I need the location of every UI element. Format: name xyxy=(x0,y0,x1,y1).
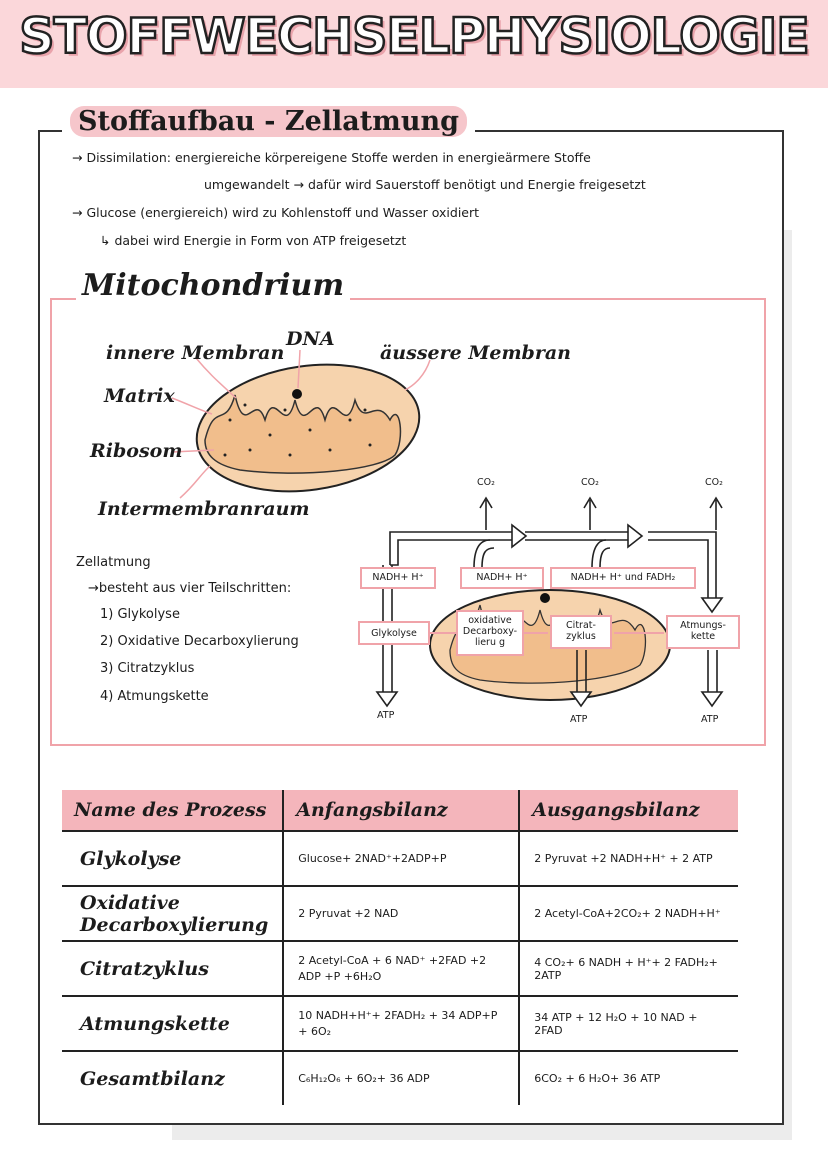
end-balance: 4 CO₂+ 6 NADH + H⁺+ 2 FADH₂+ 2ATP xyxy=(519,941,738,997)
start-balance: C₆H₁₂O₆ + 6O₂+ 36 ADP xyxy=(283,1051,521,1105)
atmungskette-box: Atmungs-kette xyxy=(666,615,740,649)
label-dna: DNA xyxy=(286,328,335,350)
table-header-row: Name des Prozess Anfangsbilanz Ausgangsb… xyxy=(62,790,738,832)
header-end-balance: Ausgangsbilanz xyxy=(519,790,738,832)
nadh-box-1: NADH+ H⁺ xyxy=(360,567,436,589)
section-title: Stoffaufbau - Zellatmung xyxy=(62,106,475,137)
label-ribosome: Ribosom xyxy=(90,440,183,462)
co2-label-1: CO₂ xyxy=(477,477,495,488)
mitochondrium-box xyxy=(50,298,766,746)
mitochondrium-title: Mitochondrium xyxy=(76,268,351,303)
atp-label-1: ATP xyxy=(377,710,395,721)
bilanz-table: Name des Prozess Anfangsbilanz Ausgangsb… xyxy=(62,790,738,1105)
label-matrix: Matrix xyxy=(104,385,175,407)
zellatmung-step-1: 1) Glykolyse xyxy=(100,607,180,622)
header-start-balance: Anfangsbilanz xyxy=(283,790,521,832)
process-name: Atmungskette xyxy=(62,996,285,1052)
table-row: Oxidative Decarboxylierung 2 Pyruvat +2 … xyxy=(62,886,738,942)
page-title: STOFFWECHSELPHYSIOLOGIE xyxy=(18,7,811,67)
end-balance: 34 ATP + 12 H₂O + 10 NAD + 2FAD xyxy=(519,996,738,1052)
process-name: Oxidative Decarboxylierung xyxy=(62,886,285,942)
process-name: Glykolyse xyxy=(62,831,285,887)
zellatmung-step-4: 4) Atmungskette xyxy=(100,689,209,704)
header-banner: STOFFWECHSELPHYSIOLOGIE xyxy=(0,0,828,88)
start-balance: 2 Acetyl-CoA + 6 NAD⁺ +2FAD +2 ADP +P +6… xyxy=(283,941,521,997)
co2-label-2: CO₂ xyxy=(581,477,599,488)
start-balance: 2 Pyruvat +2 NAD xyxy=(283,886,521,942)
note-line-1: → Dissimilation: energiereiche körpereig… xyxy=(72,150,591,165)
note-line-3: → Glucose (energiereich) wird zu Kohlens… xyxy=(72,205,480,220)
co2-label-3: CO₂ xyxy=(705,477,723,488)
note-line-4: ↳ dabei wird Energie in Form von ATP fre… xyxy=(100,233,407,248)
label-outer-membrane: äussere Membran xyxy=(380,342,571,364)
table-row: Atmungskette 10 NADH+H⁺+ 2FADH₂ + 34 ADP… xyxy=(62,996,738,1052)
label-intermembrane: Intermembranraum xyxy=(98,498,310,520)
glykolyse-box: Glykolyse xyxy=(358,621,430,645)
nadh-box-2: NADH+ H⁺ xyxy=(460,567,544,589)
section-title-text: Stoffaufbau - Zellatmung xyxy=(70,106,467,137)
end-balance: 6CO₂ + 6 H₂O+ 36 ATP xyxy=(534,1072,661,1085)
zellatmung-step-3: 3) Citratzyklus xyxy=(100,661,195,676)
process-name: Citratzyklus xyxy=(62,941,285,997)
end-balance: 2 Pyruvat +2 NADH+H⁺ + 2 ATP xyxy=(519,831,738,887)
atp-label-3: ATP xyxy=(701,714,719,725)
citratzyklus-box: Citrat-zyklus xyxy=(550,615,612,649)
oxidative-decarboxylierung-box: oxidative Decarboxy-lieru g xyxy=(456,610,524,656)
atp-label-2: ATP xyxy=(570,714,588,725)
zellatmung-step-2: 2) Oxidative Decarboxylierung xyxy=(100,634,299,649)
table-row: Citratzyklus 2 Acetyl-CoA + 6 NAD⁺ +2FAD… xyxy=(62,941,738,997)
process-name: Gesamtbilanz xyxy=(62,1051,285,1105)
zellatmung-title: Zellatmung xyxy=(76,555,151,570)
table-row: Gesamtbilanz C₆H₁₂O₆ + 6O₂+ 36 ADP 6CO₂ … xyxy=(62,1051,738,1105)
start-balance: Glucose+ 2NAD⁺+2ADP+P xyxy=(283,831,521,887)
note-line-2: umgewandelt → dafür wird Sauerstoff benö… xyxy=(204,177,646,192)
start-balance: 10 NADH+H⁺+ 2FADH₂ + 34 ADP+P + 6O₂ xyxy=(283,996,521,1052)
nadh-fadh-box: NADH+ H⁺ und FADH₂ xyxy=(550,567,696,589)
label-inner-membrane: innere Membran xyxy=(106,342,285,364)
table-row: Glykolyse Glucose+ 2NAD⁺+2ADP+P 2 Pyruva… xyxy=(62,831,738,887)
header-process-name: Name des Prozess xyxy=(62,790,285,832)
end-balance: 2 Acetyl-CoA+2CO₂+ 2 NADH+H⁺ xyxy=(519,886,738,942)
zellatmung-intro: →besteht aus vier Teilschritten: xyxy=(88,581,292,596)
